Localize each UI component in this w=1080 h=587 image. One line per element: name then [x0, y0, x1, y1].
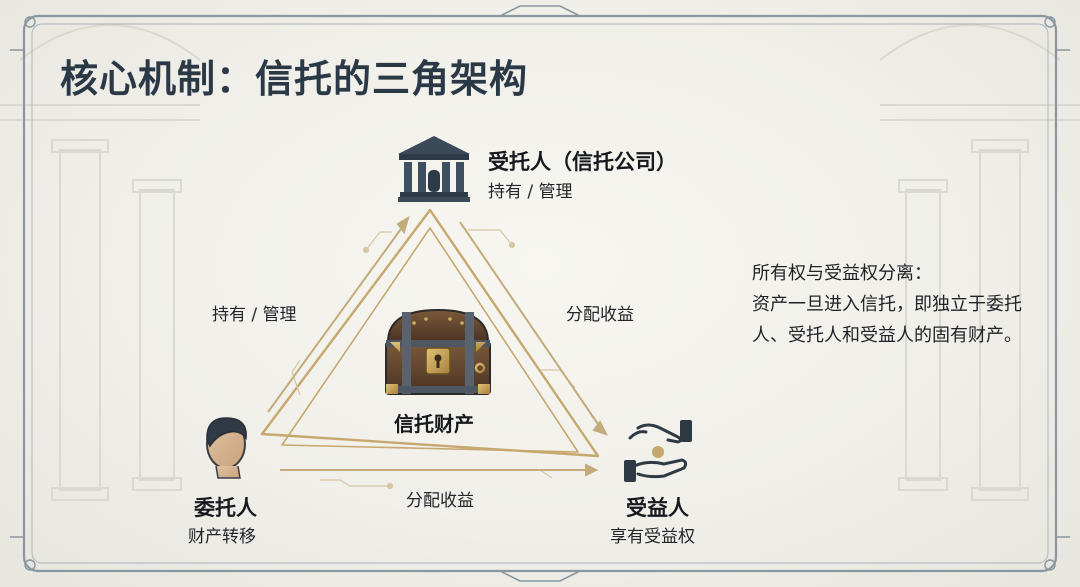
flow-arrows — [267, 215, 608, 477]
treasure-chest-icon — [385, 308, 491, 395]
separation-note-body: 资产一旦进入信托，即独立于委托人、受托人和受益人的固有财产。 — [752, 294, 1022, 346]
ornate-frame — [10, 5, 1070, 582]
background-columns-right — [879, 24, 1080, 501]
separation-note-heading: 所有权与受益权分离： — [752, 263, 932, 284]
beneficiary-role: 享有受益权 — [610, 527, 695, 547]
trust-triangle — [260, 208, 600, 458]
trustee-name: 受托人（信托公司） — [488, 150, 677, 174]
settlor-name: 委托人 — [194, 496, 257, 520]
bank-building-icon — [398, 136, 470, 202]
edge-label-bottom: 分配收益 — [406, 491, 474, 511]
edge-label-left: 持有 / 管理 — [212, 305, 297, 325]
beneficiary-name: 受益人 — [626, 496, 689, 520]
person-icon — [206, 417, 247, 479]
page-title: 核心机制：信托的三角架构 — [60, 57, 529, 101]
giving-hands-icon — [624, 420, 692, 482]
trust-property-label: 信托财产 — [394, 412, 474, 436]
trustee-role: 持有 / 管理 — [488, 182, 573, 202]
background-columns-left — [0, 24, 201, 501]
separation-note: 所有权与受益权分离： 资产一旦进入信托，即独立于委托人、受托人和受益人的固有财产… — [752, 258, 1022, 351]
edge-label-right: 分配收益 — [566, 305, 634, 325]
settlor-role: 财产转移 — [188, 527, 256, 547]
